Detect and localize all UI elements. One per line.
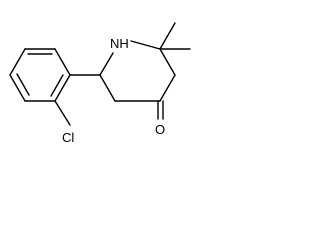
bond-ring-chlorine (54, 100, 71, 126)
bond-ring-c6-c1 (54, 74, 71, 102)
nitrogen-label: NH (110, 36, 129, 51)
bond-nitrogen-c2 (130, 40, 161, 50)
bond-ring-c3-c4 (9, 48, 26, 76)
bond-methyl-upper (159, 22, 176, 50)
oxygen-label: O (155, 122, 165, 137)
bond-c2-c3 (159, 48, 176, 76)
double-bond-inner-left (16, 73, 30, 96)
bond-ring-c4-c5 (9, 74, 26, 102)
bond-c3-c4 (159, 74, 176, 102)
phenyl-ring (9, 48, 71, 102)
chlorine-label: Cl (62, 130, 74, 145)
bond-ring-c1-c2 (54, 48, 71, 76)
bond-c5-c6 (99, 74, 116, 102)
piperidinone-ring (99, 40, 176, 102)
molecule-diagram: Cl NH O (9, 22, 191, 145)
bond-c6-nitrogen (99, 52, 114, 76)
double-bond-inner-right (50, 74, 64, 97)
